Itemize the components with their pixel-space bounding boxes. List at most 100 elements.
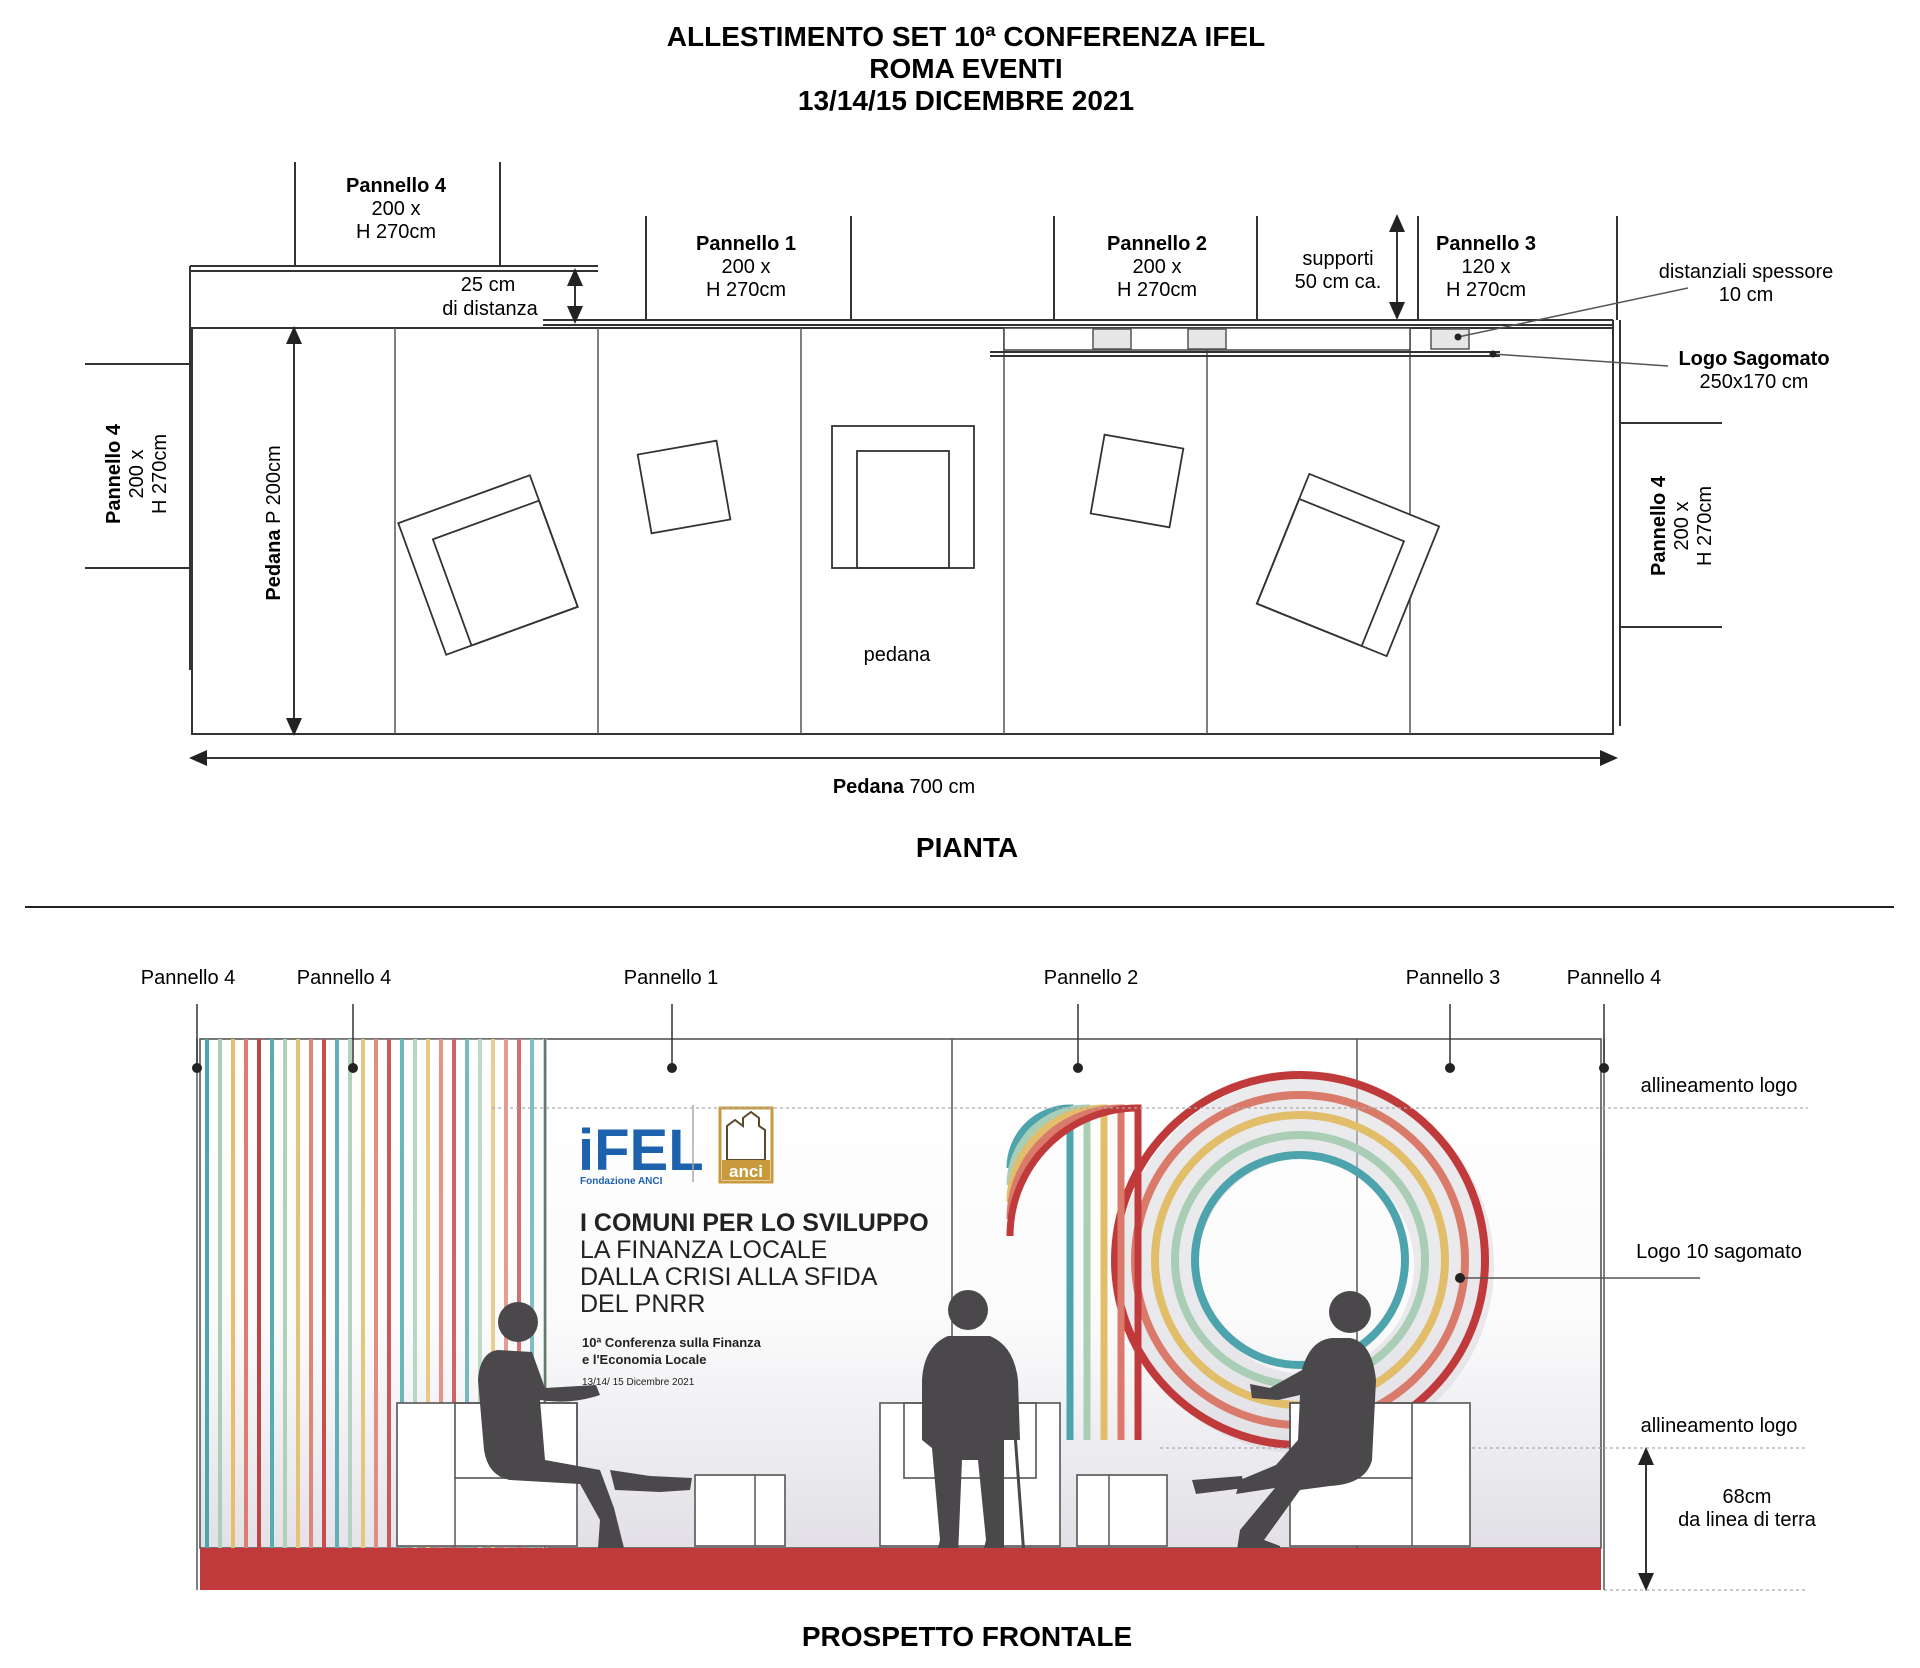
- elevation-view: Pannello 4 Pannello 4 Pannello 1 Pannell…: [141, 967, 1817, 1652]
- panel-leaders: [192, 1004, 1609, 1073]
- logo-cut-line-1: Logo Sagomato: [1678, 348, 1829, 370]
- panel1-height: H 270cm: [706, 279, 786, 301]
- width-bold: Pedana: [833, 776, 905, 798]
- speaker-left-silhouette: [478, 1302, 692, 1560]
- panel4-top-size: 200 x: [372, 198, 421, 220]
- speaker-right-silhouette: [1192, 1291, 1376, 1556]
- panel3-height: H 270cm: [1446, 279, 1526, 301]
- plan-label-panel4-right: Pannello 4 200 x H 270cm: [1648, 475, 1716, 576]
- plan-armchair-left: [397, 474, 579, 656]
- logo-ring: [1191, 1151, 1409, 1369]
- leader-dot: [1599, 1063, 1609, 1073]
- panel4-right-height: H 270cm: [1694, 486, 1716, 566]
- leader-dot: [667, 1063, 677, 1073]
- plan-label-supports: supporti 50 cm ca.: [1295, 248, 1382, 293]
- panel2-height: H 270cm: [1117, 279, 1197, 301]
- brand-title-1: I COMUNI PER LO SVILUPPO: [580, 1209, 929, 1237]
- panel4-top-name: Pannello 4: [346, 175, 447, 197]
- leader-dot: [192, 1063, 202, 1073]
- speaker-center-silhouette: [922, 1290, 1026, 1557]
- ifel-logo: iFEL: [578, 1118, 704, 1183]
- logo-cut-line-2: 250x170 cm: [1700, 371, 1809, 393]
- plan-armchair-right: [1255, 472, 1441, 658]
- brand-title-3: DALLA CRISI ALLA SFIDA: [580, 1263, 878, 1291]
- gap-line-1: 25 cm: [461, 274, 515, 296]
- panel4-top-height: H 270cm: [356, 221, 436, 243]
- floor-red: [200, 1548, 1601, 1590]
- header-line-3: 13/14/15 DICEMBRE 2021: [798, 85, 1134, 116]
- logo-10-label: Logo 10 sagomato: [1636, 1241, 1802, 1263]
- logo-align-top-label: allineamento logo: [1641, 1075, 1798, 1097]
- spacers-line-2: 10 cm: [1719, 284, 1773, 306]
- plan-label-width: Pedana 700 cm: [833, 776, 975, 798]
- spacers-line-1: distanziali spessore: [1659, 261, 1834, 283]
- panel2-name: Pannello 2: [1107, 233, 1207, 255]
- elev-label-panel3: Pannello 3: [1406, 967, 1501, 989]
- panel1-size: 200 x: [722, 256, 771, 278]
- ifel-subtitle: Fondazione ANCI: [580, 1176, 663, 1187]
- brand-title-4: DEL PNRR: [580, 1290, 706, 1318]
- elev-label-panel4-2: Pannello 4: [297, 967, 392, 989]
- header-line-1: ALLESTIMENTO SET 10ª CONFERENZA IFEL: [667, 21, 1265, 52]
- plan-view: Pannello 4 200 x H 270cm Pannello 1 200 …: [85, 162, 1833, 863]
- plan-armchair-center: [831, 425, 975, 569]
- plan-label-logo-cut: Logo Sagomato 250x170 cm: [1678, 348, 1829, 393]
- plan-label-panel3: Pannello 3 120 x H 270cm: [1436, 233, 1536, 301]
- supports-line-1: supporti: [1302, 248, 1373, 270]
- plan-label-panel4-top: Pannello 4 200 x H 270cm: [346, 175, 447, 243]
- leader-dot: [1073, 1063, 1083, 1073]
- panel4-left-size: 200 x: [126, 450, 148, 499]
- plan-label-panel4-left: Pannello 4 200 x H 270cm: [103, 423, 171, 524]
- anci-logo: anci: [718, 1106, 774, 1184]
- brand-title-2: LA FINANZA LOCALE: [580, 1236, 827, 1264]
- elev-table-left: [694, 1474, 786, 1547]
- panel4-right-name: Pannello 4: [1648, 475, 1670, 576]
- plan-section-title: PIANTA: [916, 832, 1018, 863]
- svg-text:Pedana P 200cm: Pedana P 200cm: [263, 445, 285, 600]
- panel4-left-height: H 270cm: [149, 434, 171, 514]
- supports-line-2: 50 cm ca.: [1295, 271, 1382, 293]
- brand-block: iFEL Fondazione ANCI anci I COMUNI PER L…: [578, 1105, 929, 1388]
- panel3-size: 120 x: [1462, 256, 1511, 278]
- plan-table-right: [1089, 433, 1185, 529]
- ground-line-2: da linea di terra: [1678, 1509, 1817, 1531]
- brand-conf-1: 10ª Conferenza sulla Finanza: [582, 1335, 762, 1350]
- plan-label-panel2: Pannello 2 200 x H 270cm: [1107, 233, 1207, 301]
- depth-bold: Pedana: [263, 529, 285, 601]
- spacer-1: [1092, 328, 1132, 350]
- plan-label-panel1: Pannello 1 200 x H 270cm: [696, 233, 796, 301]
- brand-dates: 13/14/ 15 Dicembre 2021: [582, 1377, 695, 1388]
- panel1-name: Pannello 1: [696, 233, 796, 255]
- width-rest: 700 cm: [904, 776, 975, 798]
- gap-line-2: di distanza: [442, 298, 538, 320]
- logo-align-bottom-label: allineamento logo: [1641, 1415, 1798, 1437]
- elev-label-panel4-3: Pannello 4: [1567, 967, 1662, 989]
- plan-label-spacers: distanziali spessore 10 cm: [1659, 261, 1834, 306]
- elev-label-panel1: Pannello 1: [624, 967, 719, 989]
- elev-table-right: [1076, 1474, 1168, 1547]
- spacer-2: [1187, 328, 1227, 350]
- plan-label-depth: Pedana P 200cm: [263, 445, 285, 600]
- elev-label-panel4-1: Pannello 4: [141, 967, 236, 989]
- leader-dot: [1445, 1063, 1455, 1073]
- logo-one-stripe: [1006, 1104, 1142, 1440]
- elevation-section-title: PROSPETTO FRONTALE: [802, 1621, 1132, 1652]
- svg-text:Pedana 700 cm: Pedana 700 cm: [833, 776, 975, 798]
- brand-conf-2: e l'Economia Locale: [582, 1352, 706, 1367]
- panel4-right-size: 200 x: [1671, 502, 1693, 551]
- ground-line-1: 68cm: [1723, 1486, 1772, 1508]
- spacer-3: [1430, 328, 1470, 350]
- plan-table-left: [636, 439, 732, 535]
- header-line-2: ROMA EVENTI: [869, 53, 1062, 84]
- elev-label-panel2: Pannello 2: [1044, 967, 1139, 989]
- plan-platform-label: pedana: [864, 644, 932, 666]
- panel4-left-name: Pannello 4: [103, 423, 125, 524]
- plan-label-gap: 25 cm di distanza: [442, 274, 538, 320]
- leader-dot: [348, 1063, 358, 1073]
- depth-rest: P 200cm: [263, 445, 285, 529]
- panel3-name: Pannello 3: [1436, 233, 1536, 255]
- header-title: ALLESTIMENTO SET 10ª CONFERENZA IFEL ROM…: [667, 21, 1265, 116]
- anci-logo-text: anci: [729, 1162, 763, 1181]
- panel2-size: 200 x: [1133, 256, 1182, 278]
